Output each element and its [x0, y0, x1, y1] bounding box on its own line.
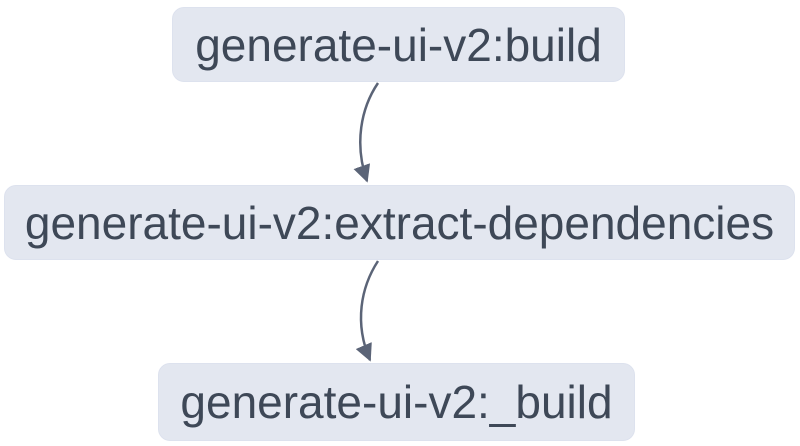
node-generate-ui-v2-build[interactable]: generate-ui-v2:build — [172, 7, 625, 82]
node-generate-ui-v2-underscore-build[interactable]: generate-ui-v2:_build — [158, 363, 635, 441]
node-generate-ui-v2-extract-dependencies[interactable]: generate-ui-v2:extract-dependencies — [4, 185, 795, 260]
node-label: generate-ui-v2:build — [195, 18, 602, 71]
edge-extract-dependencies-to-underscore-build — [355, 260, 380, 362]
node-label: generate-ui-v2:extract-dependencies — [24, 196, 775, 249]
node-label: generate-ui-v2:_build — [180, 376, 613, 428]
edge-build-to-extract-dependencies — [353, 82, 380, 183]
